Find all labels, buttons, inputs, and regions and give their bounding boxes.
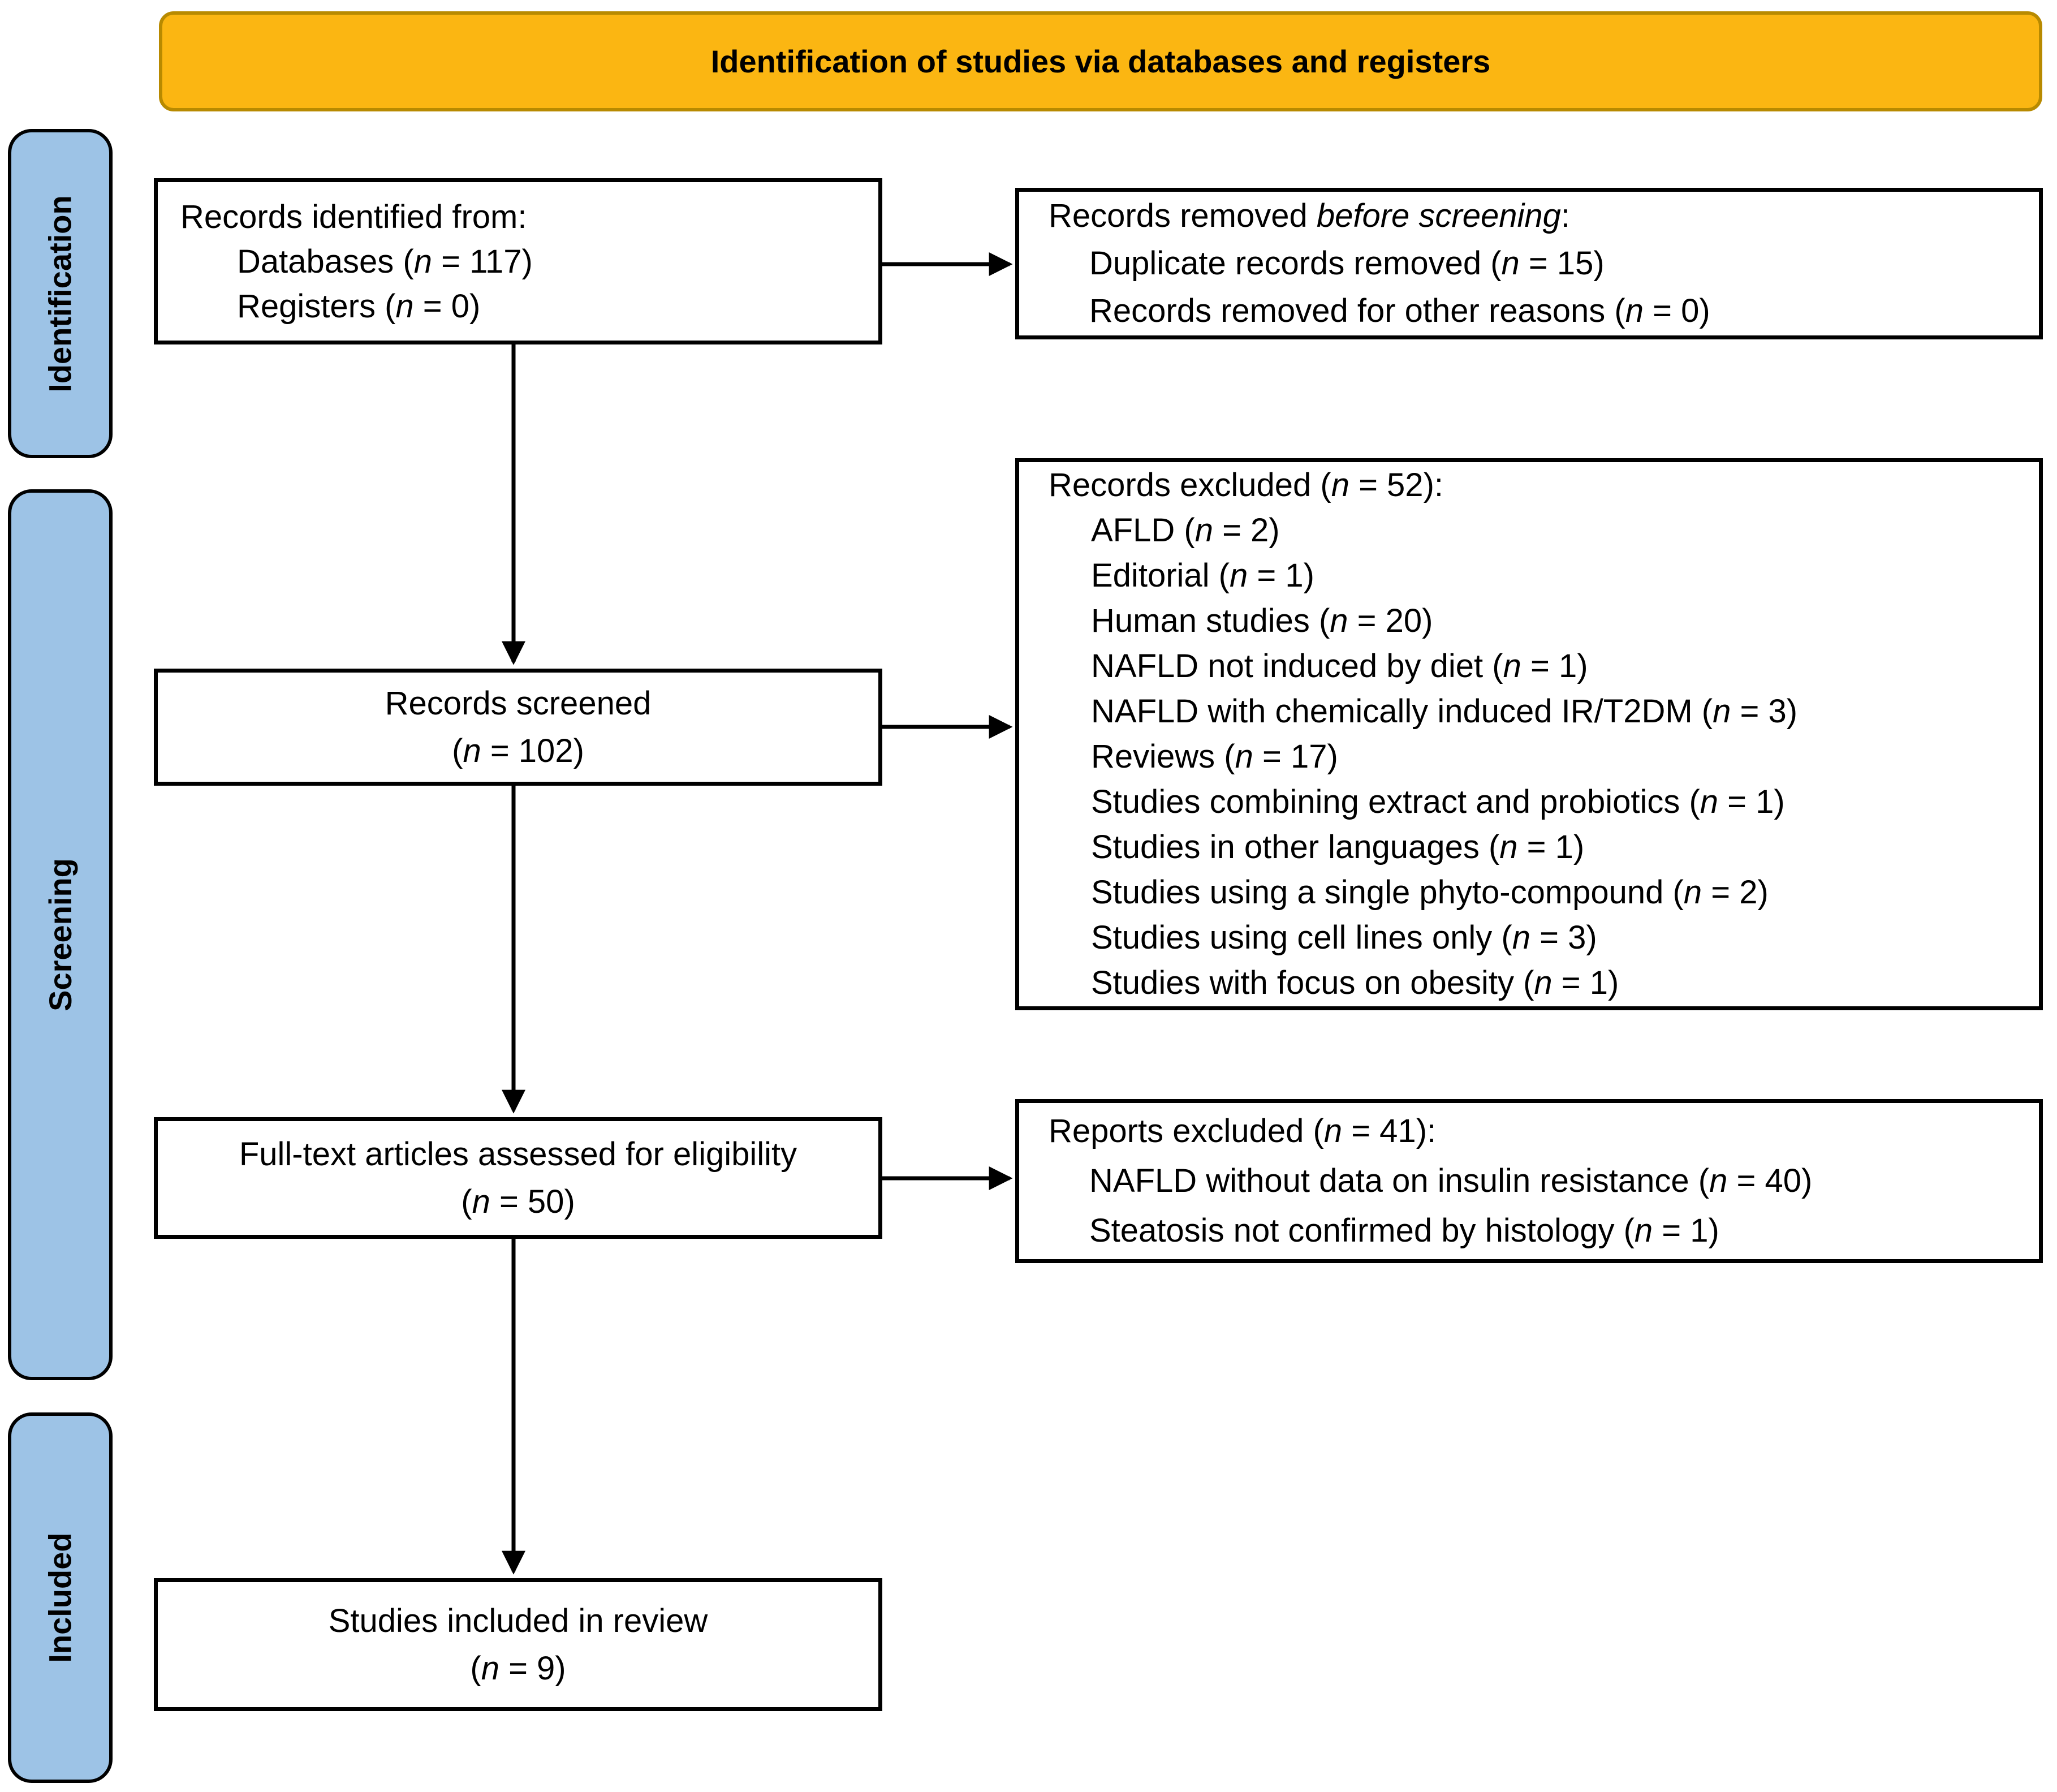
box-line: Studies in other languages (n = 1) (1091, 829, 1585, 865)
box-line: Studies using a single phyto-compound (n… (1091, 874, 1769, 911)
box-line: (n = 9) (470, 1649, 566, 1687)
box-line: Studies combining extract and probiotics… (1091, 783, 1785, 820)
box-line: Steatosis not confirmed by histology (n … (1089, 1212, 1719, 1249)
box-records-identified: Records identified from: Databases (n = 1… (154, 178, 882, 344)
box-line: Editorial (n = 1) (1091, 557, 1314, 594)
sidebar-stage-screening: Screening (8, 489, 113, 1380)
box-line: NAFLD with chemically induced IR/T2DM (n… (1091, 693, 1798, 730)
box-studies-included-review: Studies included in review (n = 9) (154, 1578, 882, 1711)
box-line: Records screened (385, 684, 652, 722)
box-line: (n = 102) (452, 732, 584, 769)
banner: Identification of studies via databases … (159, 11, 2042, 111)
box-line: Records identified from: (180, 198, 527, 235)
box-line: AFLD (n = 2) (1091, 512, 1280, 549)
box-line: Human studies (n = 20) (1091, 602, 1433, 639)
box-records-screened: Records screened (n = 102) (154, 669, 882, 786)
box-line: Studies included in review (328, 1602, 708, 1639)
box-fulltext-assessed: Full-text articles assessed for eligibil… (154, 1117, 882, 1239)
box-line: Studies with focus on obesity (n = 1) (1091, 964, 1619, 1001)
box-records-removed-before-screening: Records removed before screening: Duplica… (1015, 188, 2043, 339)
box-line: Reports excluded (n = 41): (1049, 1113, 1437, 1149)
box-line: Full-text articles assessed for eligibil… (239, 1135, 797, 1173)
box-line: Duplicate records removed (n = 15) (1089, 245, 1605, 282)
box-line: Studies using cell lines only (n = 3) (1091, 919, 1597, 956)
box-line: Reviews (n = 17) (1091, 738, 1338, 775)
box-line: Records removed for other reasons (n = 0… (1089, 292, 1710, 329)
box-reports-excluded: Reports excluded (n = 41): NAFLD without … (1015, 1099, 2043, 1263)
box-line: (n = 50) (461, 1183, 575, 1220)
sidebar-stage-identification: Identification (8, 129, 113, 458)
sidebar-stage-included: Included (8, 1412, 113, 1783)
sidebar-stage-included-label: Included (42, 1532, 79, 1663)
box-line: Records removed before screening: (1049, 197, 1571, 234)
box-line: Registers (n = 0) (237, 287, 481, 325)
box-line: NAFLD not induced by diet (n = 1) (1091, 648, 1588, 684)
box-line: NAFLD without data on insulin resistance… (1089, 1162, 1813, 1199)
box-line: Records excluded (n = 52): (1049, 467, 1443, 503)
sidebar-stage-identification-label: Identification (42, 195, 79, 393)
banner-title: Identification of studies via databases … (710, 44, 1491, 79)
box-line: Databases (n = 117) (237, 243, 533, 280)
box-records-excluded: Records excluded (n = 52): AFLD (n = 2) Ed… (1015, 458, 2043, 1010)
sidebar-stage-screening-label: Screening (42, 858, 79, 1011)
